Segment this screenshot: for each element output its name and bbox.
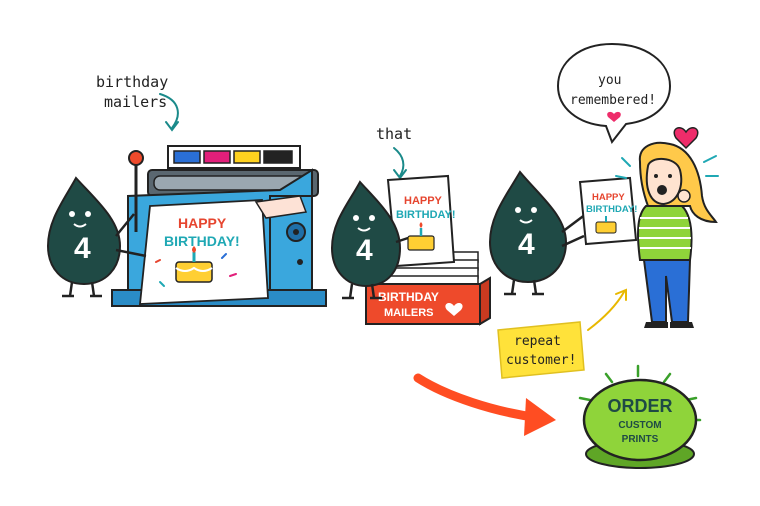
order-button-line3: PRINTS	[622, 434, 659, 445]
held-card-line1: HAPPY	[404, 195, 443, 207]
mailer-box: BIRTHDAY MAILERS	[365, 276, 491, 326]
heart-icon	[445, 303, 463, 316]
curved-arrow-icon	[159, 93, 179, 129]
mascot-number: 4	[518, 228, 535, 261]
cake-icon	[175, 246, 213, 283]
printing-press: HAPPY BIRTHDAY!	[111, 145, 327, 307]
printer-card-line2: BIRTHDAY!	[164, 233, 240, 249]
mascot-left: 4	[46, 176, 147, 298]
customer-card-line1: HAPPY	[592, 192, 625, 203]
customer-card-line2: BIRTHDAY!	[586, 204, 637, 215]
heart-icon	[673, 127, 699, 150]
repeat-tag-line1: repeat	[514, 334, 561, 349]
repeat-tag-line2: customer!	[506, 353, 576, 368]
mascot-right: 4	[488, 170, 587, 296]
mascot-number: 4	[356, 234, 373, 267]
order-button-line1: ORDER	[607, 396, 672, 416]
held-card-line2: BIRTHDAY!	[396, 209, 456, 221]
speech-bubble-line1: you	[598, 73, 621, 88]
mailer-box-line1: BIRTHDAY	[378, 290, 439, 304]
customer-card: HAPPY BIRTHDAY!	[578, 176, 637, 246]
cake-icon	[407, 222, 435, 251]
mascot-middle: 4	[330, 180, 409, 300]
order-custom-prints-button[interactable]: ORDER CUSTOM PRINTS	[578, 364, 702, 469]
curved-arrow-icon	[587, 291, 625, 331]
that-annotation: that	[376, 125, 412, 180]
happy-customer	[615, 127, 719, 328]
repeat-customer-tag: repeat customer!	[497, 288, 627, 379]
mailer-box-line2: MAILERS	[384, 307, 434, 319]
heart-icon	[607, 111, 621, 122]
annotation-text-line1: birthday	[96, 73, 168, 91]
order-button-line2: CUSTOM	[618, 420, 661, 431]
arrow-right-icon	[413, 373, 556, 436]
printer-card-line1: HAPPY	[178, 215, 227, 231]
that-text: that	[376, 125, 412, 143]
speech-bubble: you remembered!	[556, 42, 672, 145]
annotation-text-line2: mailers	[104, 93, 167, 111]
ink-palette	[167, 145, 301, 169]
curved-arrow-icon	[393, 147, 405, 177]
speech-bubble-line2: remembered!	[570, 93, 656, 108]
cake-icon	[595, 216, 617, 234]
birthday-mailers-annotation: birthday mailers	[96, 73, 179, 132]
mascot-number: 4	[74, 232, 91, 265]
